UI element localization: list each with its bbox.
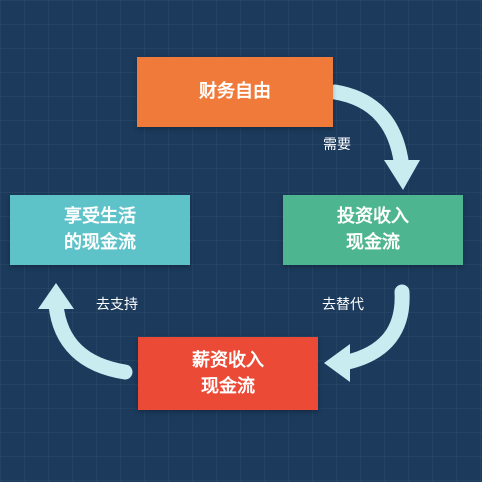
- arrowhead-bottom-to-left: [38, 283, 74, 309]
- node-enjoy-life-line2: 的现金流: [64, 232, 136, 253]
- arrow-bottom-to-left: [48, 297, 133, 380]
- node-salary-income-line2: 现金流: [201, 375, 255, 397]
- node-financial-freedom-text: 财务自由: [199, 81, 271, 102]
- edge-label-need: 需要: [323, 137, 351, 153]
- node-investment-income-line2: 现金流: [346, 232, 400, 253]
- node-financial-freedom: 财务自由: [137, 57, 333, 127]
- arrow-top-to-right: [327, 84, 410, 176]
- node-enjoy-life: 享受生活 的现金流: [10, 195, 190, 265]
- node-enjoy-life-line1: 享受生活: [64, 206, 136, 227]
- arrow-right-to-bottom: [340, 284, 410, 370]
- edge-label-replace: 去替代: [322, 297, 364, 313]
- node-salary-income: 薪资收入 现金流: [138, 337, 318, 410]
- node-investment-income: 投资收入 现金流: [283, 195, 463, 265]
- arrowhead-top-to-right: [384, 160, 420, 190]
- node-investment-income-line1: 投资收入: [337, 206, 409, 227]
- edge-label-support: 去支持: [96, 297, 138, 313]
- arrowhead-right-to-bottom: [324, 344, 350, 382]
- node-salary-income-line1: 薪资收入: [192, 349, 264, 371]
